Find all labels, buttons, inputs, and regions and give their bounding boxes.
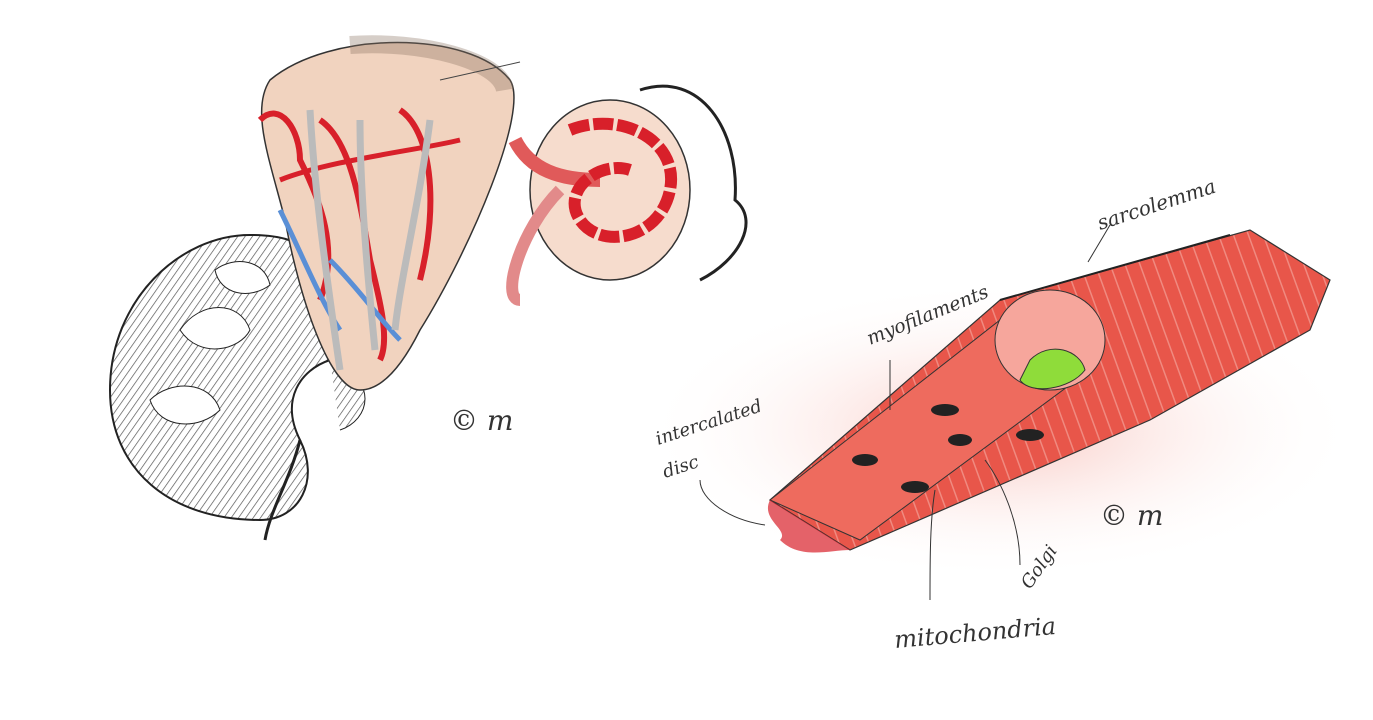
label-sarcolemma: sarcolemma bbox=[1094, 174, 1218, 235]
cardiac-muscle-drawing bbox=[640, 229, 1360, 580]
glomerulus-drawing bbox=[506, 84, 748, 306]
signature-right: © m bbox=[1100, 499, 1163, 532]
renal-lobule-drawing bbox=[257, 35, 521, 391]
signature-left: © m bbox=[450, 404, 513, 437]
label-mitochondria: mitochondria bbox=[893, 612, 1057, 654]
